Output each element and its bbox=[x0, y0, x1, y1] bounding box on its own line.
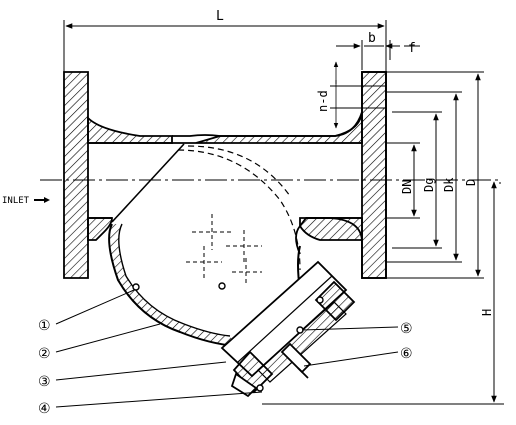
screen-mesh-marks bbox=[186, 214, 262, 286]
dim-label-d: D bbox=[464, 179, 478, 186]
screen-dashed bbox=[177, 149, 301, 271]
body-wall-bottom-left bbox=[87, 217, 113, 241]
body-wall-bottom-right bbox=[299, 217, 363, 241]
part-label-2: ② bbox=[38, 345, 51, 361]
dim-label-h: H bbox=[480, 309, 494, 316]
body-wall-top-left bbox=[87, 115, 173, 144]
strainer-bowl-inner bbox=[118, 223, 231, 337]
inlet-arrow-icon bbox=[34, 197, 50, 203]
dim-label-b: b bbox=[368, 31, 376, 46]
dim-label-dk: Dk bbox=[442, 177, 456, 192]
dim-label-dg: Dg bbox=[422, 178, 436, 192]
dim-label-l: L bbox=[216, 9, 224, 24]
part-label-1: ① bbox=[38, 317, 51, 333]
dim-label-n-d: n-d bbox=[316, 90, 330, 112]
part-label-6: ⑥ bbox=[400, 345, 413, 361]
part-callouts bbox=[55, 289, 399, 408]
screen-line-1 bbox=[111, 143, 185, 223]
left-flange bbox=[63, 71, 89, 279]
body-wall-right-top bbox=[195, 111, 363, 144]
dim-label-f: f bbox=[408, 41, 416, 56]
part-label-4: ④ bbox=[38, 400, 51, 416]
inlet-label: INLET bbox=[2, 196, 30, 206]
dim-label-dn: DN bbox=[400, 180, 414, 194]
part-label-5: ⑤ bbox=[400, 320, 413, 336]
valve-body bbox=[63, 71, 387, 398]
right-flange bbox=[361, 71, 387, 279]
part-label-3: ③ bbox=[38, 373, 51, 389]
dimension-lines bbox=[63, 20, 504, 405]
